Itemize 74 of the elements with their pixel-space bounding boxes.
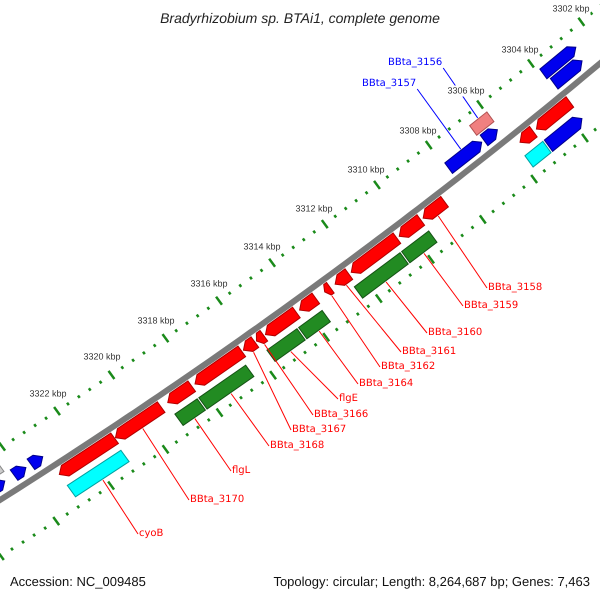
gene-label: BBta_3158 [488,283,542,293]
leader-line [290,351,338,400]
gene-label: BBta_3170 [190,495,244,505]
gene-feature [544,116,582,152]
gene-label: BBta_3156 [388,58,442,68]
gene-feature [242,336,260,352]
gene-block [298,310,332,340]
leader-line [142,428,190,500]
scale-label: 3310 kbp [346,164,386,176]
gene-feature [26,454,44,470]
scale-label: 3302 kbp [551,4,591,14]
accession-text: Accession: NC_009485 [10,575,146,588]
leader-line [331,295,380,368]
gene-feature [264,306,301,336]
scale-label: 3316 kbp [189,278,229,290]
gene-feature [194,345,246,386]
gene-label: cyoB [139,529,164,539]
gene-feature [422,196,450,220]
gene-feature [323,282,335,296]
scale-label: 3304 kbp [500,44,540,56]
gene-feature [58,432,120,476]
genome-summary-text: Topology: circular; Length: 8,264,687 bp; Genes: 7,463 [273,575,590,588]
scale-label: 3314 kbp [242,242,282,252]
diagram-title: Bradyrhizobium sp. BTAi1, complete genome [160,11,440,25]
gene-label: flgE [339,394,358,404]
gene-label: BBta_3157 [362,79,416,89]
leader-line [264,344,314,416]
leader-line [230,393,270,446]
gene-label: BBta_3168 [270,441,324,451]
gene-feature [256,330,268,344]
gene-feature [10,466,26,482]
leader-line [386,281,428,334]
gene-feature [444,140,482,174]
gene-label: BBta_3162 [381,362,436,372]
scale-label: 3306 kbp [446,86,486,96]
gene-label: flgL [232,466,250,476]
gene-label: BBta_3164 [359,379,414,389]
gene-label: BBta_3166 [314,410,368,420]
gene-block [66,450,130,498]
gene-block [198,364,255,410]
gene-feature [539,46,576,80]
leader-line [346,284,402,352]
gene-feature [167,380,196,404]
gene-feature [519,126,538,144]
gene-feature [480,128,498,146]
gene-feature [550,60,583,90]
leader-line [253,352,292,430]
gene-feature [114,401,166,440]
gene-block [266,328,306,362]
leader-line [318,330,358,384]
gene-block [400,230,438,264]
scale-label: 3308 kbp [398,126,438,136]
leader-line [102,480,138,534]
leader-line [416,88,462,150]
gene-label: BBta_3160 [428,328,482,338]
gene-label: BBta_3159 [464,301,518,311]
scale-label: 3318 kbp [136,316,176,326]
gene-label: BBta_3167 [292,425,346,435]
leader-line [424,252,464,306]
scale-label: 3312 kbp [294,204,334,214]
scale-label: 3322 kbp [28,388,68,400]
gene-label: BBta_3161 [402,347,456,357]
gene-block [524,140,552,168]
gene-feature [536,96,574,130]
gene-feature [398,214,426,238]
scale-label: 3320 kbp [82,352,122,362]
leader-line [194,418,232,472]
gene-feature [350,232,402,274]
gene-block [468,111,495,136]
gene-feature [299,292,320,312]
gene-block [354,252,409,299]
gene-feature [334,268,354,286]
leader-line [438,216,488,288]
gene-block [174,398,206,426]
